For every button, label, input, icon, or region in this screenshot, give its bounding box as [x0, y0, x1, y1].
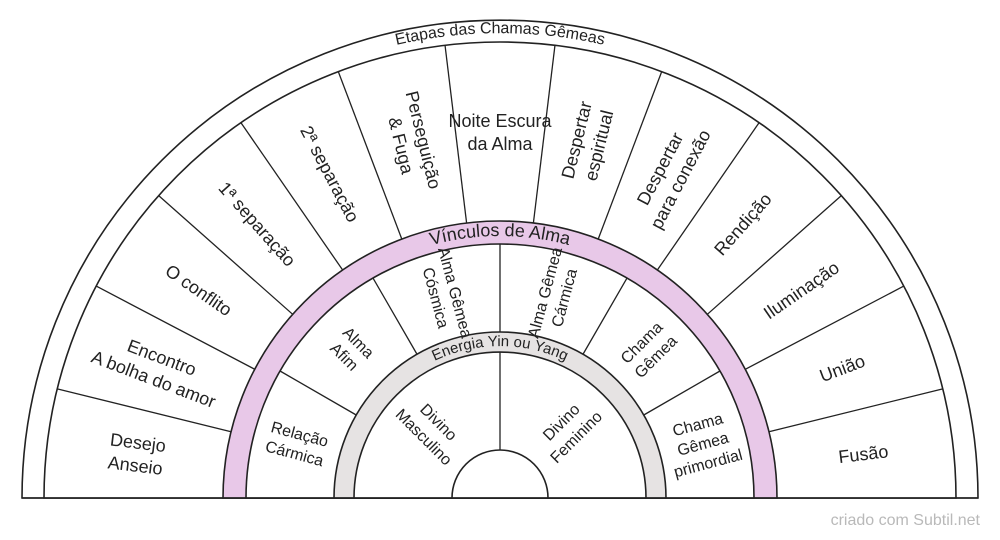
outer-divider	[95, 285, 256, 370]
outer-divider	[158, 195, 294, 315]
middle-divider	[582, 277, 628, 355]
outer-divider	[768, 388, 943, 433]
outer-divider	[240, 122, 344, 271]
outer-divider	[597, 71, 663, 240]
middle-divider	[643, 370, 721, 416]
outer-divider	[656, 122, 760, 271]
outer-divider	[337, 71, 403, 240]
middle-divider	[372, 277, 418, 355]
credit-text: criado com Subtil.net	[830, 512, 980, 529]
outer-divider	[744, 285, 905, 370]
outer-divider	[444, 45, 468, 224]
center-hub	[451, 449, 549, 499]
outer-divider	[57, 388, 232, 433]
middle-divider	[279, 370, 357, 416]
outer-divider	[706, 195, 842, 315]
outer-divider	[532, 45, 556, 224]
